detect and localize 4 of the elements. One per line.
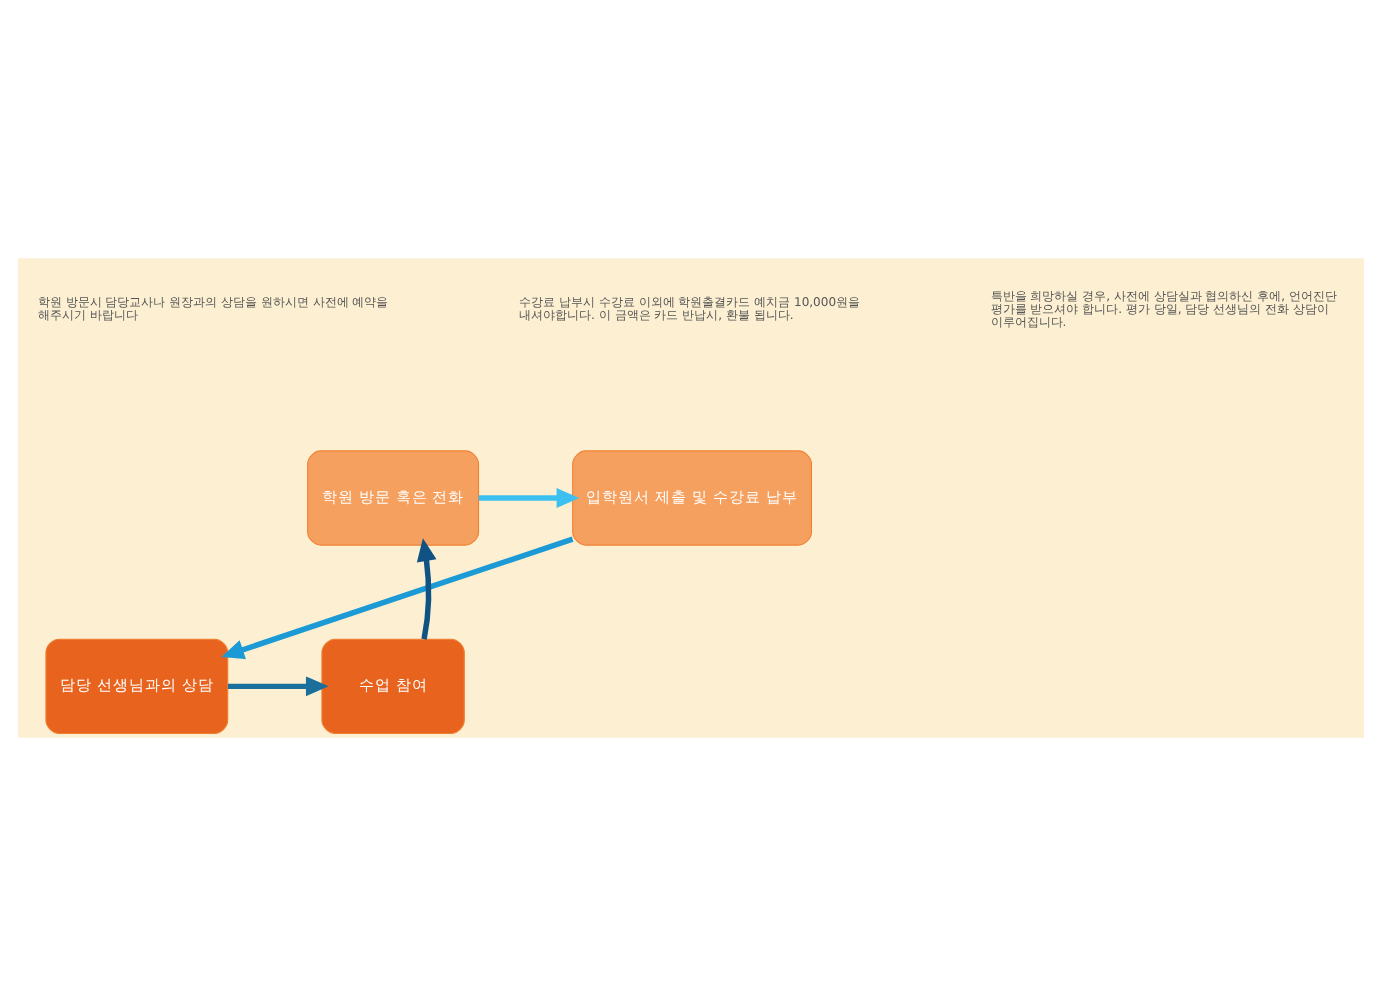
arrow [415, 538, 436, 640]
arrow [220, 536, 573, 660]
arrow [477, 488, 579, 508]
arrow [226, 676, 328, 697]
